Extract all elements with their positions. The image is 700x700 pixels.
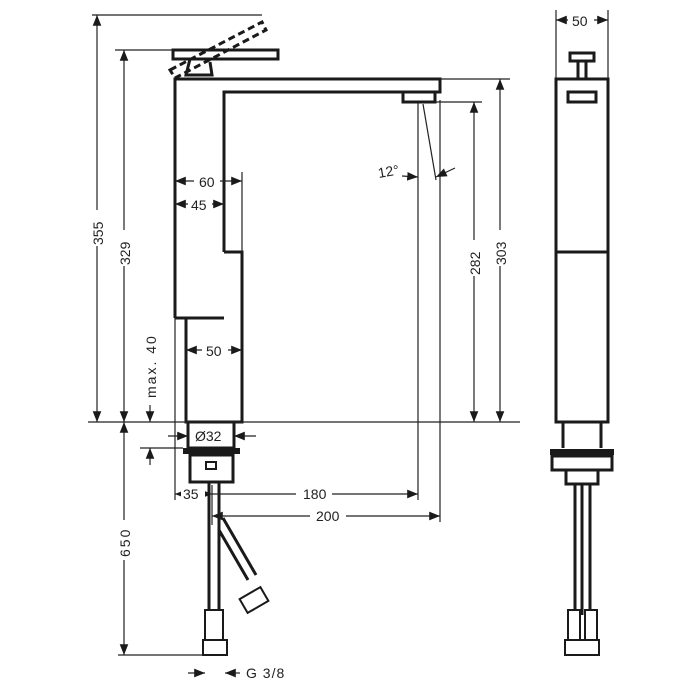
dim-329: 329 <box>117 241 133 265</box>
dim-max-40: max. 40 <box>143 334 159 398</box>
faucet-side-outline <box>550 51 614 656</box>
dim-45: 45 <box>191 197 207 213</box>
dim-650: 650 <box>117 528 133 557</box>
dim-60: 60 <box>199 174 215 190</box>
dim-282: 282 <box>467 251 483 275</box>
dim-mount-hole: Ø32 <box>195 428 222 444</box>
dim-12-deg: 12° <box>377 162 401 181</box>
dim-200: 200 <box>316 508 340 524</box>
dim-180: 180 <box>303 486 327 502</box>
dim-side-50: 50 <box>572 13 588 29</box>
dim-303: 303 <box>493 241 509 265</box>
faucet-front-outline <box>167 19 442 656</box>
dim-50: 50 <box>206 343 222 359</box>
dim-35: 35 <box>183 486 199 502</box>
dim-g38: G 3/8 <box>246 665 285 681</box>
dim-355: 355 <box>90 221 106 245</box>
